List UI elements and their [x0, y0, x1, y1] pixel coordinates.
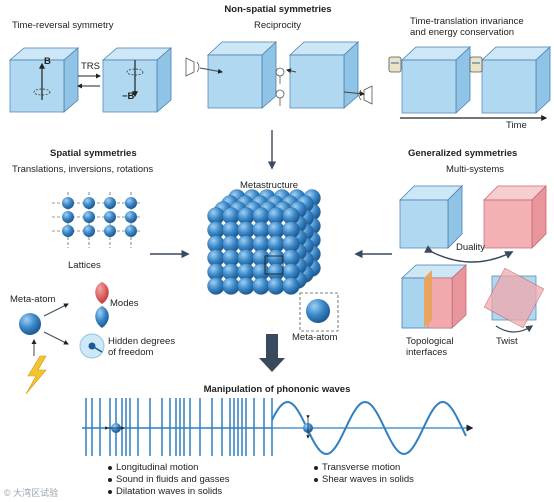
meta-atom-highlight-box: [264, 255, 284, 275]
generalized-title: Generalized symmetries: [408, 148, 518, 159]
longitudinal-bullet-3: Dilatation waves in solids: [116, 486, 223, 497]
duality-cube-blue: [399, 185, 463, 249]
duality-label: Duality: [456, 242, 486, 253]
lattice-sphere: [62, 211, 74, 223]
lightning-icon: [25, 355, 47, 395]
longitudinal-wave-lines: [85, 398, 273, 456]
lattice-sphere: [62, 225, 74, 237]
transverse-wave: [271, 400, 467, 456]
transverse-bullet-2: Shear waves in solids: [322, 474, 414, 485]
field-minus-b-label: −B: [122, 91, 135, 102]
metastructure-sphere: [252, 277, 270, 295]
time-cube-left: [400, 46, 472, 114]
twist-arrow: [495, 325, 534, 333]
lattice-sphere: [125, 197, 137, 209]
time-translation-label-1: Time-translation invariance: [410, 16, 524, 27]
metastructure-sphere: [267, 277, 285, 295]
battery-icon: [469, 56, 483, 73]
metastructure-sphere: [222, 277, 240, 295]
watermark: © 大湾区试验: [4, 488, 59, 498]
metastructure-label: Metastructure: [240, 180, 299, 191]
field-b-label: B: [44, 56, 51, 67]
trs-cube-right: [101, 47, 173, 113]
lattice-sphere: [83, 225, 95, 237]
topological-interface-cube: [400, 264, 468, 329]
metastructure-sphere: [237, 277, 255, 295]
lattice-sphere: [125, 211, 137, 223]
hidden-degree-icon: [79, 333, 105, 359]
meta-atom-zoom-sphere: [306, 299, 330, 323]
twist-label: Twist: [496, 336, 518, 347]
manipulation-title: Manipulation of phononic waves: [203, 384, 351, 395]
lattice-sphere: [83, 211, 95, 223]
center-meta-atom-label: Meta-atom: [292, 332, 338, 343]
metastructure-sphere: [282, 277, 300, 295]
non-spatial-title: Non-spatial symmetries: [224, 4, 332, 15]
metastructure-sphere: [207, 277, 225, 295]
lattice-sphere: [104, 197, 116, 209]
time-translation-label-2: and energy conservation: [410, 27, 515, 38]
arrow-to-manipulation: [259, 334, 285, 372]
lattice-grid: [52, 192, 140, 248]
longitudinal-bullet-1: Longitudinal motion: [116, 462, 199, 473]
mode-shape-icon: [95, 282, 109, 328]
duality-cube-pink: [483, 185, 547, 249]
lattices-label: Lattices: [68, 260, 101, 271]
meta-atom-sphere: [19, 313, 41, 335]
microphone-icon: [275, 67, 285, 84]
lattice-sphere: [62, 197, 74, 209]
duality-arrow: [424, 245, 514, 263]
lattice-sphere: [104, 225, 116, 237]
time-axis-label: Time: [506, 120, 527, 131]
longitudinal-bullet-2: Sound in fluids and gasses: [116, 474, 230, 485]
modes-label: Modes: [110, 298, 139, 309]
meta-atom-label: Meta-atom: [10, 294, 56, 305]
twist-squares: [483, 267, 545, 329]
spatial-subtitle: Translations, inversions, rotations: [12, 164, 154, 175]
time-cube-right: [480, 46, 552, 114]
lattice-sphere: [104, 211, 116, 223]
reciprocity-cube-left: [206, 41, 278, 109]
battery-icon: [388, 56, 402, 73]
multi-systems-label: Multi-systems: [446, 164, 505, 175]
spatial-title: Spatial symmetries: [50, 148, 137, 159]
metastructure-cluster: [207, 189, 321, 295]
reciprocity-label: Reciprocity: [254, 20, 301, 31]
lattice-sphere: [125, 225, 137, 237]
lattice-sphere: [83, 197, 95, 209]
speaker-icon: [358, 85, 373, 105]
trs-label: TRS: [81, 61, 100, 72]
transverse-bullet-1: Transverse motion: [322, 462, 401, 473]
meta-atom-zoom-box: [299, 292, 339, 332]
speaker-icon: [185, 57, 200, 77]
hidden-degrees-label-2: of freedom: [108, 347, 154, 358]
hidden-degrees-label-1: Hidden degrees: [108, 336, 176, 347]
reciprocity-cube-right: [288, 41, 360, 109]
topological-label-1: Topological: [406, 336, 454, 347]
trs-cube-left: [8, 47, 80, 113]
time-reversal-label: Time-reversal symmetry: [12, 20, 114, 31]
topological-label-2: interfaces: [406, 347, 448, 358]
microphone-icon: [275, 89, 285, 106]
